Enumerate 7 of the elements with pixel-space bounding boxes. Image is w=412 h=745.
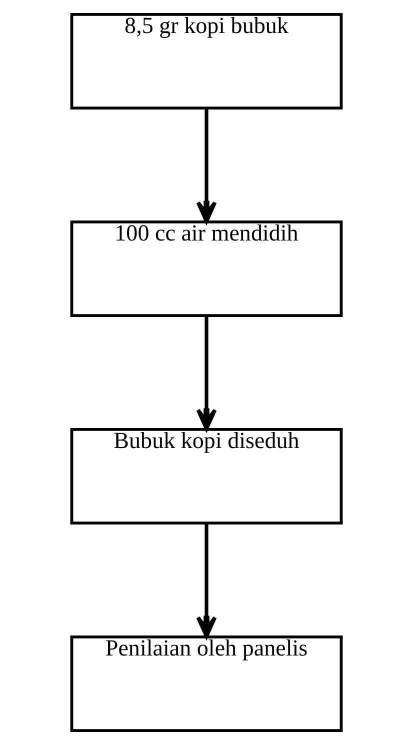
node-box: Penilaian oleh panelis: [70, 635, 342, 732]
node-box: 8,5 gr kopi bubuk: [70, 12, 342, 110]
arrow: [196, 523, 216, 638]
node-box: 100 cc air mendidih: [70, 220, 342, 318]
arrow: [196, 316, 216, 431]
arrow: [196, 108, 216, 224]
node-box: Bubuk kopi diseduh: [70, 428, 342, 525]
